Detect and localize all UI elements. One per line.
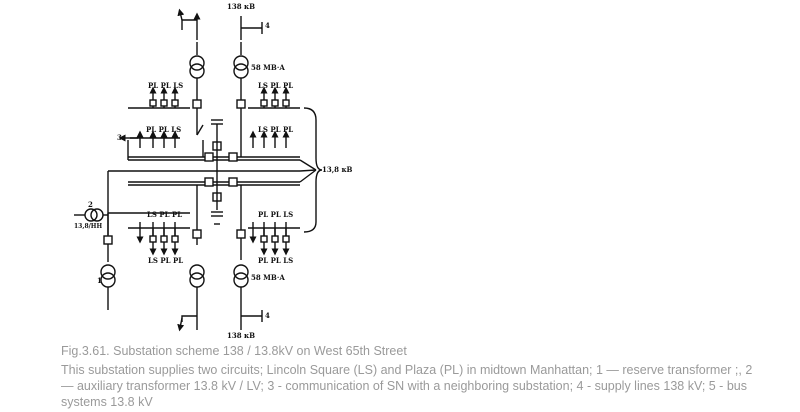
label-feeders-bottom-left: LS PL PL xyxy=(148,256,183,265)
label-neighbor-num: 3 xyxy=(117,133,122,142)
label-supply-num-bottom: 4 xyxy=(265,311,270,320)
supply-line-bottom-right xyxy=(233,185,263,330)
figure-caption-body: This substation supplies two circuits; L… xyxy=(61,363,753,409)
label-aux-num: 2 xyxy=(88,200,93,209)
label-feeders-mid-right: LS PL PL xyxy=(258,125,293,134)
substation-scheme-diagram: 138 кВ 4 58 МВ·А PL PL LS LS PL PL 3 PL … xyxy=(74,2,353,340)
label-aux-transformer: 13,8/НН xyxy=(74,223,102,230)
reserve-transformer xyxy=(100,213,116,310)
label-bus-kv: 13,8 кВ xyxy=(322,165,353,174)
label-138kv-top: 138 кВ xyxy=(227,2,255,11)
auxiliary-transformer xyxy=(74,208,108,222)
label-mva-top: 58 МВ·А xyxy=(251,63,285,72)
label-supply-num-top: 4 xyxy=(265,21,270,30)
figure-caption-title: Fig.3.61. Substation scheme 138 / 13.8kV… xyxy=(61,344,407,358)
feeders-upper-left xyxy=(128,86,190,109)
supply-line-top-right xyxy=(233,16,263,157)
label-138kv-bottom: 138 кВ xyxy=(227,331,255,340)
feeders-bottom-right xyxy=(248,227,300,256)
label-reserve-num: 1 xyxy=(97,276,102,285)
label-feeders-lower-left: LS PL PL xyxy=(147,210,182,219)
label-feeders-upper-right: LS PL PL xyxy=(258,81,293,90)
feeders-mid-right xyxy=(249,130,290,148)
supply-line-top-left xyxy=(177,8,205,157)
label-feeders-bottom-right: PL PL LS xyxy=(258,256,293,265)
bus-system-13-8kv xyxy=(107,119,300,235)
label-feeders-mid-left: PL PL LS xyxy=(146,125,181,134)
bus-brace xyxy=(303,107,323,233)
feeders-mid-left xyxy=(118,130,180,160)
label-mva-bottom: 58 МВ·А xyxy=(251,273,285,282)
feeders-bottom-left xyxy=(128,227,190,256)
feeders-lower-right xyxy=(249,222,290,244)
feeders-upper-right xyxy=(248,86,300,109)
label-feeders-upper-left: PL PL LS xyxy=(148,81,183,90)
supply-line-bottom-left xyxy=(177,185,205,332)
label-feeders-lower-right: PL PL LS xyxy=(258,210,293,219)
